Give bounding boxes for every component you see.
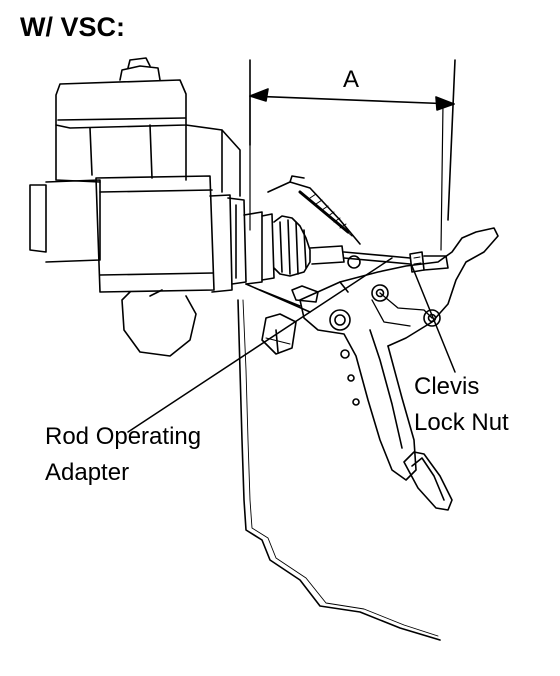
master-cylinder bbox=[29, 124, 247, 357]
pedal-bracket bbox=[245, 175, 361, 313]
pushrod-boot bbox=[243, 211, 411, 285]
leader-lines bbox=[127, 257, 456, 433]
clevis-lock-nut-label-line-2: Lock Nut bbox=[414, 409, 509, 436]
dimension-a-arrow bbox=[249, 88, 455, 251]
rod-operating-adapter-label-line-1: Rod Operating bbox=[45, 423, 202, 450]
dimension-a-label: A bbox=[343, 66, 360, 93]
clevis-lock-nut bbox=[409, 251, 449, 273]
rod-operating-adapter-label-line-2: Adapter bbox=[45, 459, 130, 486]
brake-pedal bbox=[299, 227, 499, 481]
diagram-title: W/ VSC: bbox=[20, 12, 125, 42]
reservoir bbox=[55, 57, 187, 183]
pedal-pad bbox=[403, 451, 453, 511]
clevis-lock-nut-label-line-1: Clevis bbox=[414, 373, 480, 400]
